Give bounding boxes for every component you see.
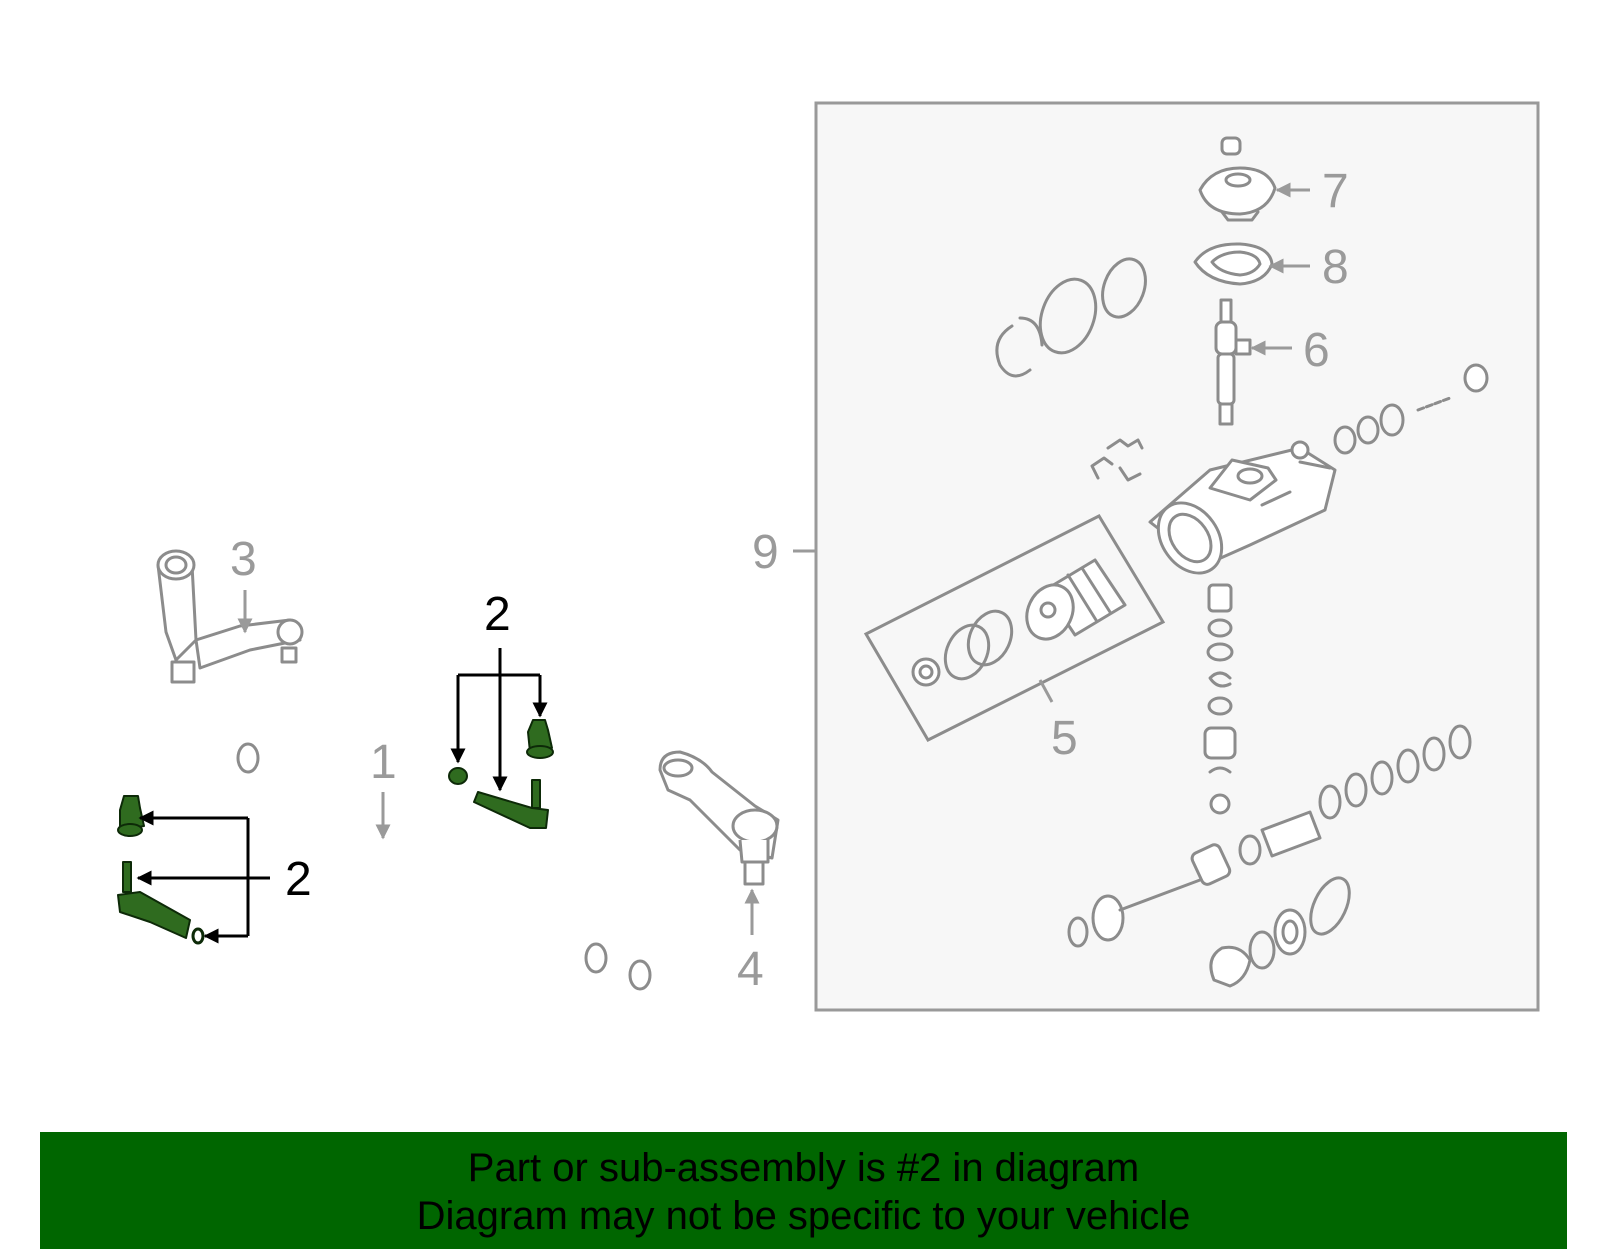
part-7-cover	[1198, 136, 1277, 222]
banner-line-1: Part or sub-assembly is #2 in diagram	[467, 1146, 1140, 1190]
part-2-tie-rod-end-set-left[interactable]	[117, 795, 205, 945]
part-2-cotter-pin-left[interactable]	[191, 927, 205, 945]
seal-set-right	[1333, 363, 1489, 455]
part-3-idler-arm	[156, 549, 304, 684]
part-6-valve	[1214, 298, 1252, 426]
part-2-tie-rod-end-left[interactable]	[117, 891, 191, 939]
part-2-tie-rod-end-set-center[interactable]	[448, 719, 554, 829]
gear-housing	[1148, 440, 1337, 575]
callout-3: 3	[230, 533, 257, 586]
part-2-boot-base[interactable]	[526, 745, 554, 759]
part-2-boot[interactable]	[527, 719, 553, 753]
part-2-boot-base-left[interactable]	[117, 823, 143, 837]
callout-6: 6	[1303, 324, 1330, 377]
callout-1: 1	[370, 736, 397, 789]
callout-9: 9	[752, 526, 779, 579]
banner-line-2: Diagram may not be specific to your vehi…	[416, 1194, 1191, 1238]
callout-2-top: 2	[484, 588, 511, 641]
callout-5: 5	[1051, 712, 1078, 765]
part-2-boot-left[interactable]	[119, 795, 145, 831]
worm-shaft-assembly	[1067, 724, 1472, 988]
part-2-stud[interactable]	[531, 779, 541, 809]
part-2-nut[interactable]	[448, 767, 468, 785]
leader-5	[1038, 679, 1054, 703]
callout-2-top-group: 2	[450, 588, 548, 792]
part-5-piston-kit	[863, 514, 1166, 742]
clips	[1090, 438, 1144, 482]
part-4-pitman-arm	[658, 750, 780, 886]
steering-gear-panel: 7 8 6	[752, 101, 1540, 1012]
callout-2-left-group: 2	[136, 810, 312, 944]
callout-4: 4	[737, 943, 764, 996]
bearing-stack	[1203, 583, 1237, 815]
callout-7: 7	[1322, 165, 1349, 218]
callout-2-left: 2	[285, 853, 312, 906]
snap-rings	[995, 257, 1147, 378]
part-1-relay-rod	[89, 675, 788, 1063]
info-banner: Part or sub-assembly is #2 in diagram Di…	[40, 1132, 1567, 1249]
callout-8: 8	[1322, 241, 1349, 294]
part-2-stud-left[interactable]	[122, 861, 132, 893]
